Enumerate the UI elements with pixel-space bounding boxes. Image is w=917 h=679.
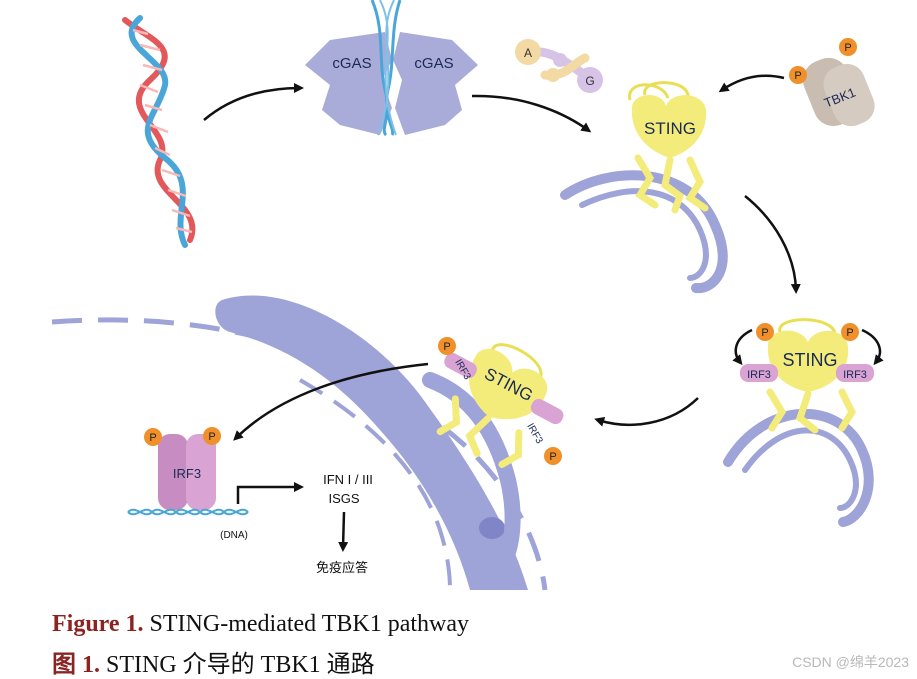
arrow-sting-to-irf3 <box>233 362 429 441</box>
sting-top-label: STING <box>644 119 696 138</box>
arrow-cgas-to-sting <box>471 94 592 133</box>
arrow-isgs-to-immune <box>338 511 349 552</box>
caption-chinese-text: STING 介导的 TBK1 通路 <box>100 652 375 678</box>
sting-complex-right <box>740 318 874 434</box>
isgs-label: ISGS <box>328 491 359 506</box>
tbk1-kinase <box>802 57 875 127</box>
irf3-bottom-right-label: IRF3 <box>524 422 545 447</box>
phospho-curl-arrow-left <box>732 328 753 366</box>
nuclear-pore <box>479 517 505 539</box>
tbk1-phospho-2-label: P <box>844 42 851 54</box>
sting-right-label: STING <box>782 350 837 370</box>
sting-bottom-phospho-1 <box>438 337 456 355</box>
sting-right-phospho-1 <box>756 323 774 341</box>
sting-complex-bottom <box>436 343 564 468</box>
arrow-sting-to-complex <box>744 195 801 294</box>
caption-english-label: Figure 1. <box>52 611 144 637</box>
irf3-dimer <box>158 434 216 510</box>
sting-bottom-phospho-1-label: P <box>443 341 450 353</box>
irf3-right-left-label: IRF3 <box>747 369 771 381</box>
sting-dimer-top <box>628 81 709 214</box>
cgas-left-label: cGAS <box>332 55 371 72</box>
arrow-dna-to-cgas <box>203 83 304 121</box>
arrow-tbk1-to-sting <box>718 74 785 93</box>
nuclear-membrane <box>215 295 528 590</box>
cgas-dimer <box>305 0 478 137</box>
sting-bottom-phospho-2-label: P <box>549 451 556 463</box>
sting-pathway-diagram: cGAS cGAS A G TBK1 P P STING <box>51 0 884 591</box>
sting-bottom-phospho-2 <box>544 447 562 465</box>
watermark: CSDN @绵羊2023 <box>792 654 909 670</box>
arrow-complex-to-translocation <box>594 397 699 427</box>
promoter-dna <box>127 508 249 516</box>
irf3-right-right-label: IRF3 <box>843 369 867 381</box>
sting-right-phospho-2 <box>841 323 859 341</box>
tbk1-phospho-2 <box>839 38 857 56</box>
sting-right-phospho-2-label: P <box>846 327 853 339</box>
cgamp-molecule <box>515 39 603 93</box>
phospho-curl-arrow-right <box>861 328 884 366</box>
caption-chinese-label: 图 1. <box>52 652 100 678</box>
ifn-label: IFN I / III <box>323 472 373 487</box>
irf3-phospho-1-label: P <box>149 432 156 444</box>
er-membrane-mid <box>422 372 521 568</box>
sting-right-phospho-1-label: P <box>761 327 768 339</box>
irf3-dimer-label: IRF3 <box>173 466 201 481</box>
er-membrane-right <box>723 408 874 527</box>
nuclear-envelope-dashed-inner <box>299 378 452 591</box>
immune-response-label: 免疫应答 <box>316 560 368 575</box>
tbk1-phospho-1 <box>789 66 807 84</box>
cgamp-a-label: A <box>524 46 532 60</box>
irf3-phospho-2-label: P <box>208 431 215 443</box>
dna-double-helix <box>122 15 196 248</box>
figure-caption-english: Figure 1. STING-mediated TBK1 pathway <box>52 611 469 638</box>
caption-english-text: STING-mediated TBK1 pathway <box>143 611 470 637</box>
dna-label: (DNA) <box>220 530 248 541</box>
cgamp-g-label: G <box>585 74 594 88</box>
irf3-phospho-2 <box>203 427 221 445</box>
cgas-right-label: cGAS <box>414 55 453 72</box>
figure-caption-chinese: 图 1. STING 介导的 TBK1 通路 <box>52 644 375 679</box>
tbk1-phospho-1-label: P <box>794 70 801 82</box>
irf3-phospho-1 <box>144 428 162 446</box>
arrow-dna-to-ifn <box>236 482 304 504</box>
